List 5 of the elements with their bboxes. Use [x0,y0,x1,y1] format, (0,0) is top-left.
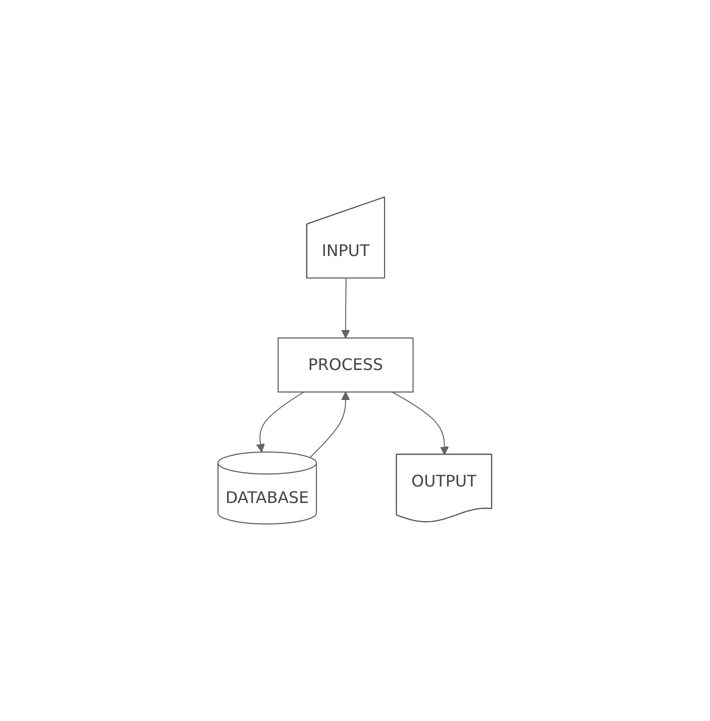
node-box: PROCESS [278,337,414,392]
arrow [392,391,449,456]
arrow [310,392,350,458]
arrow [341,278,350,338]
arrow [256,391,304,452]
